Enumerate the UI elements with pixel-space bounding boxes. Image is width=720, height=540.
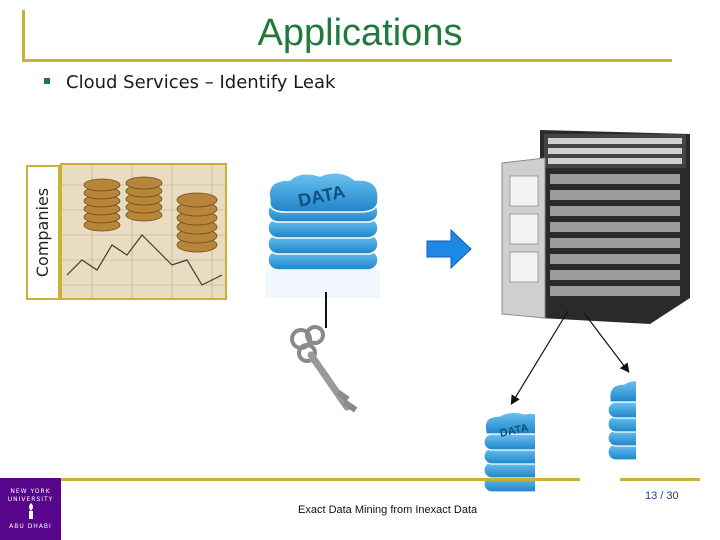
key-icon bbox=[290, 325, 358, 413]
split-arrows-icon bbox=[510, 310, 630, 406]
data-stack-small-icon: DATA bbox=[483, 411, 535, 493]
page-number: 13 / 30 bbox=[645, 490, 679, 502]
arrow-right-icon bbox=[426, 228, 472, 270]
nyu-logo-top-text: NEW YORK UNIVERSITY bbox=[7, 488, 54, 503]
data-stack-small-2-icon bbox=[607, 379, 636, 461]
footer-divider bbox=[60, 478, 580, 481]
companies-label: Companies bbox=[26, 165, 60, 300]
companies-label-text: Companies bbox=[33, 187, 53, 278]
data-stack-icon: DATA bbox=[265, 172, 380, 298]
slide-title: Applications bbox=[257, 12, 463, 54]
title-frame bbox=[22, 10, 672, 62]
footer-divider-right bbox=[620, 478, 700, 481]
footer-caption: Exact Data Mining from Inexact Data bbox=[298, 504, 478, 516]
torch-icon bbox=[29, 503, 33, 519]
server-rack-icon bbox=[501, 130, 690, 324]
nyu-logo: NEW YORK UNIVERSITY ABU DHABI bbox=[0, 478, 61, 540]
bullet-text: Cloud Services – Identify Leak bbox=[66, 72, 336, 93]
coins-chart-icon bbox=[62, 165, 225, 298]
finance-coins-image bbox=[60, 163, 227, 300]
connector-line bbox=[325, 292, 327, 328]
bullet-marker bbox=[44, 78, 50, 84]
data-stack-small-label: DATA bbox=[499, 422, 530, 440]
nyu-logo-bottom-text: ABU DHABI bbox=[9, 523, 52, 530]
